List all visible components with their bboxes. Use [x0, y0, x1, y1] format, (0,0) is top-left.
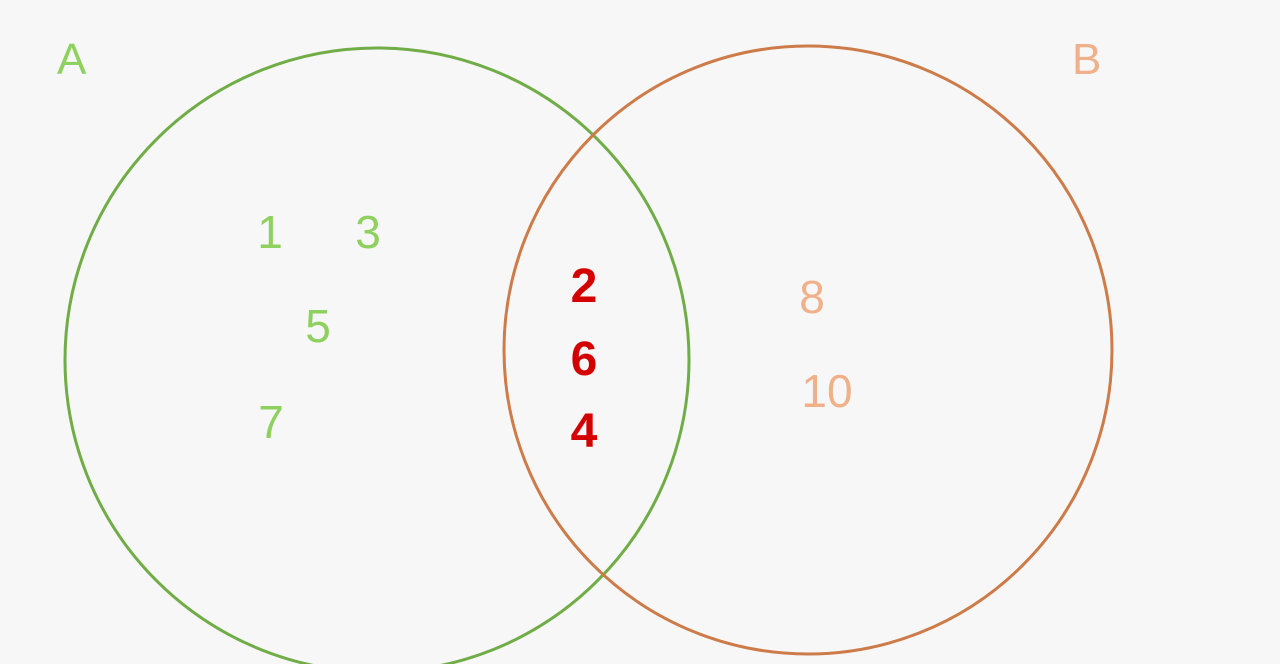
intersection-element: 4 [571, 405, 598, 458]
set-a-element: 7 [258, 396, 284, 448]
set-a-circle [63, 46, 691, 664]
set-a-element: 5 [305, 300, 331, 352]
intersection-element: 6 [571, 333, 598, 386]
set-b-element: 10 [801, 365, 852, 417]
set-a-element: 3 [355, 206, 381, 258]
set-b-label: B [1072, 35, 1101, 84]
set-b-circle [502, 44, 1114, 656]
set-a-label: A [57, 35, 87, 84]
intersection-element: 2 [571, 260, 598, 313]
set-a-element: 1 [257, 206, 283, 258]
set-b-element: 8 [799, 271, 825, 323]
